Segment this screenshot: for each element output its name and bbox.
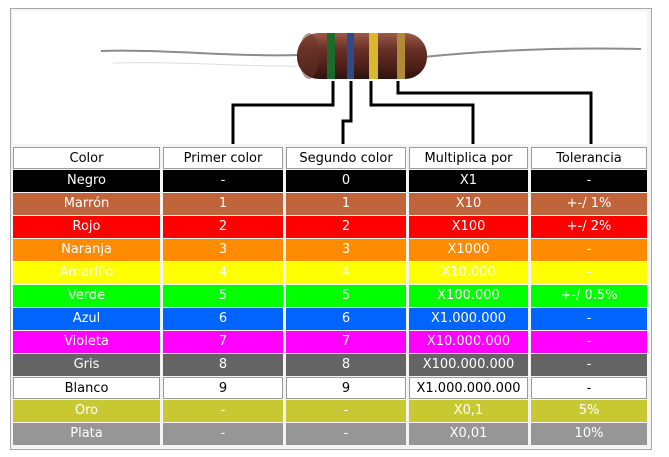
cell-tolerancia: +-/ 2% <box>531 216 647 238</box>
resistor-illustration <box>100 33 642 144</box>
cell-multiplica-por: X100 <box>409 216 528 238</box>
cell-color-name: Negro <box>13 170 160 192</box>
cell-primer-color: 5 <box>163 285 283 307</box>
cell-primer-color: 8 <box>163 354 283 376</box>
cell-multiplica-por: X100.000.000 <box>409 354 528 376</box>
table-header-row: Color Primer color Segundo color Multipl… <box>13 147 647 169</box>
cell-segundo-color: 1 <box>286 193 406 215</box>
cell-segundo-color: - <box>286 400 406 422</box>
cell-tolerancia: - <box>531 331 647 353</box>
header-tolerancia: Tolerancia <box>531 147 647 169</box>
cell-tolerancia: - <box>531 239 647 261</box>
cell-tolerancia: +-/ 1% <box>531 193 647 215</box>
cell-tolerancia: - <box>531 308 647 330</box>
cell-primer-color: - <box>163 170 283 192</box>
leader-line-band4 <box>396 81 593 144</box>
cell-primer-color: 4 <box>163 262 283 284</box>
cell-color-name: Rojo <box>13 216 160 238</box>
cell-multiplica-por: X0,01 <box>409 423 528 445</box>
cell-color-name: Naranja <box>13 239 160 261</box>
cell-segundo-color: 6 <box>286 308 406 330</box>
cell-segundo-color: 9 <box>286 377 406 399</box>
cell-tolerancia: - <box>531 170 647 192</box>
cell-color-name: Marrón <box>13 193 160 215</box>
cell-segundo-color: 3 <box>286 239 406 261</box>
cell-multiplica-por: X100.000 <box>409 285 528 307</box>
cell-primer-color: 9 <box>163 377 283 399</box>
cell-segundo-color: - <box>286 423 406 445</box>
cell-multiplica-por: X10 <box>409 193 528 215</box>
cell-multiplica-por: X1.000.000.000 <box>409 377 528 399</box>
cell-primer-color: 1 <box>163 193 283 215</box>
cell-segundo-color: 5 <box>286 285 406 307</box>
cell-tolerancia: +-/ 0.5% <box>531 285 647 307</box>
resistor-lead-right <box>422 47 642 58</box>
cell-color-name: Azul <box>13 308 160 330</box>
cell-segundo-color: 0 <box>286 170 406 192</box>
cell-color-name: Verde <box>13 285 160 307</box>
cell-tolerancia: - <box>531 354 647 376</box>
resistor-band-3 <box>369 33 378 79</box>
cell-multiplica-por: X1000 <box>409 239 528 261</box>
resistor-lead-left <box>100 49 300 57</box>
cell-primer-color: - <box>163 423 283 445</box>
cell-multiplica-por: X0,1 <box>409 400 528 422</box>
band-leader-lines <box>231 81 593 144</box>
cell-multiplica-por: X1 <box>409 170 528 192</box>
cell-primer-color: 2 <box>163 216 283 238</box>
cell-tolerancia: - <box>531 377 647 399</box>
cell-tolerancia: - <box>531 262 647 284</box>
header-primer-color: Primer color <box>163 147 283 169</box>
cell-segundo-color: 7 <box>286 331 406 353</box>
resistor-band-1 <box>327 33 335 79</box>
header-color: Color <box>13 147 160 169</box>
resistor-photo <box>13 11 647 144</box>
cell-multiplica-por: X1.000.000 <box>409 308 528 330</box>
cell-color-name: Gris <box>13 354 160 376</box>
cell-segundo-color: 4 <box>286 262 406 284</box>
resistor-band-2 <box>347 33 354 79</box>
cell-color-name: Plata <box>13 423 160 445</box>
cell-color-name: Blanco <box>13 377 160 399</box>
leader-line-band3 <box>369 81 475 144</box>
header-multiplica-por: Multiplica por <box>409 147 528 169</box>
cell-color-name: Oro <box>13 400 160 422</box>
leader-line-band2 <box>341 81 353 144</box>
cell-color-name: Violeta <box>13 331 160 353</box>
cell-primer-color: 6 <box>163 308 283 330</box>
cell-primer-color: - <box>163 400 283 422</box>
header-segundo-color: Segundo color <box>286 147 406 169</box>
cell-segundo-color: 2 <box>286 216 406 238</box>
cell-segundo-color: 8 <box>286 354 406 376</box>
cell-color-name: Amarillo <box>13 262 160 284</box>
cell-multiplica-por: X10.000.000 <box>409 331 528 353</box>
cell-tolerancia: 10% <box>531 423 647 445</box>
cell-multiplica-por: X10.000 <box>409 262 528 284</box>
cell-primer-color: 7 <box>163 331 283 353</box>
resistor-band-4 <box>397 33 405 79</box>
cell-tolerancia: 5% <box>531 400 647 422</box>
cell-primer-color: 3 <box>163 239 283 261</box>
leader-line-band1 <box>231 81 335 144</box>
